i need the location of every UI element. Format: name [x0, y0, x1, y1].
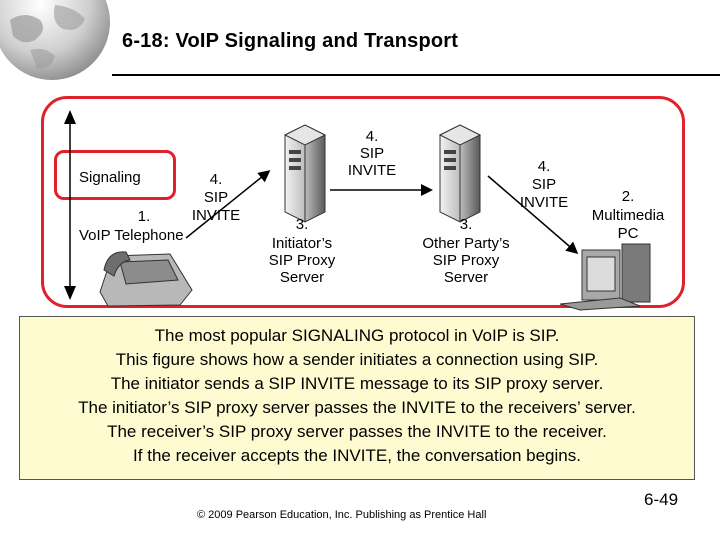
signaling-region-frame [41, 96, 685, 308]
slide-title: 6-18: VoIP Signaling and Transport [122, 30, 459, 52]
invite-arrow-phone-to-server [185, 170, 271, 239]
explanation-line: The receiver’s SIP proxy server passes t… [107, 422, 607, 441]
initiator-proxy-server-icon [283, 124, 327, 223]
invite-mid-sip: SIP [359, 145, 385, 162]
explanation-line: The initiator’s SIP proxy server passes … [78, 398, 636, 417]
page-number: 6-49 [644, 490, 679, 509]
explanation-line: The most popular SIGNALING protocol in V… [154, 326, 560, 345]
invite-right-number: 4. [537, 158, 551, 175]
invite-mid-invite: INVITE [347, 162, 397, 179]
step3a-line3: Server [279, 269, 325, 286]
step1-number: 1. [137, 208, 151, 225]
invite-left-sip: SIP [203, 189, 229, 206]
step3b-line1: Other Party’s [422, 235, 510, 252]
voip-telephone-icon [99, 251, 193, 307]
invite-left-invite: INVITE [191, 207, 241, 224]
explanation-line: The initiator sends a SIP INVITE message… [110, 374, 604, 393]
title-divider [112, 74, 720, 76]
other-party-proxy-server-icon [438, 124, 482, 223]
invite-right-sip: SIP [531, 176, 557, 193]
invite-left-number: 4. [209, 171, 223, 188]
explanation-line: If the receiver accepts the INVITE, the … [133, 446, 581, 465]
invite-mid-number: 4. [365, 128, 379, 145]
step3a-line2: SIP Proxy [268, 252, 336, 269]
copyright-footer: © 2009 Pearson Education, Inc. Publishin… [197, 509, 487, 521]
explanation-box: The most popular SIGNALING protocol in V… [19, 316, 695, 480]
explanation-line: This figure shows how a sender initiates… [115, 350, 599, 369]
span-arrow-top-head [64, 110, 76, 124]
signaling-tag-frame [54, 150, 176, 200]
multimedia-pc-icon [559, 243, 651, 311]
step3a-line1: Initiator’s [271, 235, 333, 252]
signaling-tag-label: Signaling [79, 169, 141, 186]
step3b-line3: Server [443, 269, 489, 286]
step2-label-line1: Multimedia [591, 207, 665, 224]
step2-number: 2. [621, 188, 635, 205]
step3b-line2: SIP Proxy [432, 252, 500, 269]
step1-label: VoIP Telephone [79, 227, 184, 244]
invite-arrow-server-to-pc [487, 175, 579, 254]
step2-label-line2: PC [617, 225, 639, 242]
globe-logo-icon [0, 0, 110, 80]
span-arrow-bottom-head [64, 286, 76, 300]
step3b-number: 3. [459, 216, 473, 233]
step3a-number: 3. [295, 216, 309, 233]
invite-right-invite: INVITE [519, 194, 569, 211]
